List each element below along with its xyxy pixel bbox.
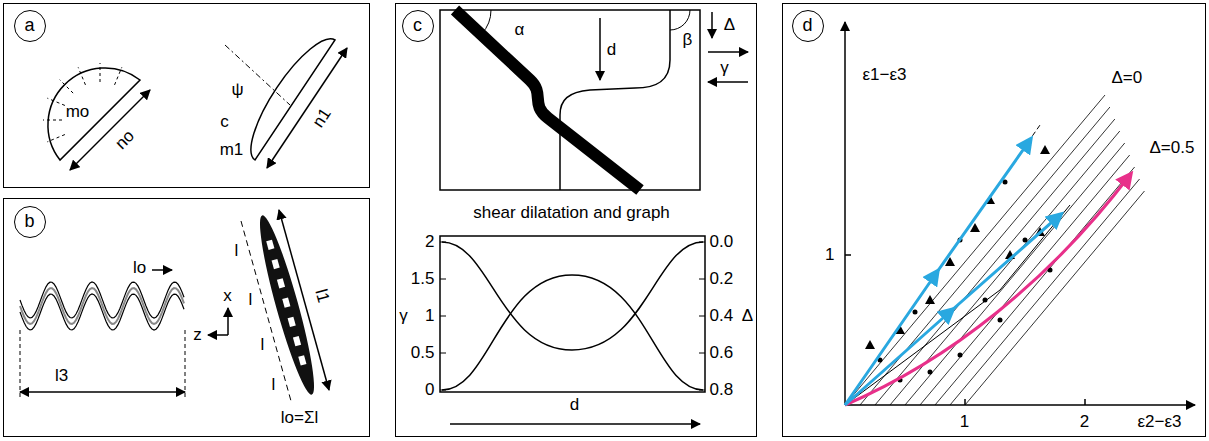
figure-label: Δ: [742, 307, 753, 325]
panel-letter-text: c: [413, 16, 422, 35]
stress-plot: [845, 22, 1195, 405]
fold-layer: [20, 288, 184, 324]
panel-letter: c: [402, 10, 434, 42]
figure-panel: blol3lxlzlll1lo=Σl: [3, 198, 370, 437]
contour-line: [935, 167, 1135, 405]
figure-label: l: [249, 291, 253, 309]
figure-label: β: [683, 31, 693, 49]
panel-letter: d: [792, 10, 824, 42]
fan-drawing: [43, 39, 347, 170]
tick: [440, 316, 446, 317]
data-triangle: [1040, 145, 1050, 154]
figure-panel: cαdβΔγshear dilatation and graph21.5γ10.…: [395, 3, 757, 437]
figure-label: 2: [425, 233, 434, 251]
figure-label: lo=Σl: [281, 409, 318, 427]
fan-radius: [115, 67, 122, 85]
figure-label: 0.5: [411, 344, 435, 362]
figure-label: c: [220, 113, 229, 131]
figure-label: 0.6: [710, 344, 734, 362]
fold-layer: [20, 282, 184, 318]
data-dot: [928, 370, 933, 375]
figure-label: Δ=0: [1112, 69, 1143, 87]
figure-label: m1: [220, 141, 244, 159]
figure-label: l3: [55, 367, 68, 385]
figure-panel: d ε1−ε3 Δ=0Δ=0.5 1 1 2 ε2−ε3: [782, 3, 1206, 437]
figure-label: d: [607, 41, 616, 59]
figure-label: 0: [425, 381, 434, 399]
tick: [440, 353, 446, 354]
figure-label: 1: [960, 413, 969, 431]
figure-label: 0.0: [710, 233, 734, 251]
contour-line: [875, 119, 1115, 405]
figure-label: ψ: [231, 81, 243, 99]
figure-label: 0.8: [710, 381, 734, 399]
data-triangle: [925, 295, 935, 304]
tick: [699, 353, 705, 354]
figure-label: 0.4: [710, 307, 734, 325]
tick: [699, 316, 705, 317]
figure-label: α: [515, 21, 525, 39]
fold-drawing: [20, 210, 329, 401]
figure-label: mo: [66, 103, 90, 121]
fold-layer: [20, 294, 184, 330]
shear-drawing: [440, 10, 748, 424]
figure-label: shear dilatation and graph: [473, 204, 670, 222]
figure-label: d: [570, 396, 579, 414]
figure-label: 0.2: [710, 270, 734, 288]
figure-label: Δ: [724, 16, 735, 34]
figure-label: 2: [1080, 413, 1089, 431]
figure-label: 1: [425, 307, 434, 325]
figure-label: z: [193, 326, 202, 344]
data-dot: [983, 298, 988, 303]
fan-radius: [78, 67, 85, 85]
contour-line: [905, 143, 1125, 405]
data-dot: [913, 310, 918, 315]
figure-label: ε2−ε3: [1138, 413, 1182, 431]
figure-label: l: [235, 242, 239, 260]
figure-label: l: [272, 376, 276, 394]
contour-line: [920, 155, 1130, 405]
figure-label: ε1−ε3: [863, 66, 907, 84]
figure-label: lo: [133, 259, 146, 277]
panel-letter: a: [14, 10, 46, 42]
fan-radius: [47, 135, 65, 142]
figure-label: Δ=0.5: [1150, 139, 1195, 157]
figure-label: 1.5: [411, 270, 435, 288]
figure-label: 1: [825, 246, 834, 264]
tick: [440, 279, 446, 280]
figure-panel: a mo no ψc m1 n1: [3, 3, 370, 188]
panel-letter: b: [14, 206, 46, 238]
data-dot: [958, 353, 963, 358]
fan-radius: [60, 80, 73, 93]
panel-letter-text: d: [802, 16, 812, 35]
data-dot: [1023, 238, 1028, 243]
fan-radius: [43, 120, 62, 121]
fan-radius: [100, 63, 101, 82]
data-dot: [998, 318, 1003, 323]
figure-label: l1: [311, 287, 332, 305]
panel-letter-text: b: [24, 212, 34, 231]
figure-label: γ: [399, 307, 408, 325]
data-triangle: [865, 340, 875, 349]
figure-label: l: [261, 336, 265, 354]
panel-letter-text: a: [24, 16, 34, 35]
tick: [699, 279, 705, 280]
figure-label: no: [112, 127, 138, 153]
fan-radius: [47, 98, 65, 105]
figure-label: x: [223, 287, 232, 305]
figure-label: n1: [309, 105, 334, 131]
figure-label: γ: [720, 59, 729, 77]
